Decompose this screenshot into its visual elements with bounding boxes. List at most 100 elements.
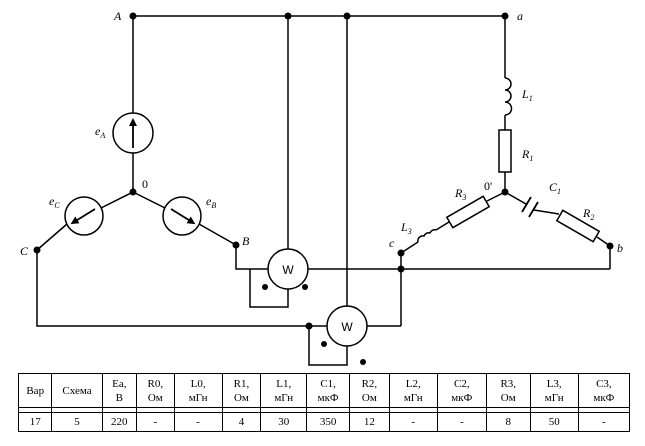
node-dot-neutral	[129, 188, 137, 196]
header-text: R1,	[233, 377, 250, 390]
header-text: Ом	[361, 391, 377, 404]
label-c1: C1	[549, 180, 561, 196]
table-cell: 12	[349, 412, 390, 432]
node-dot-c	[397, 249, 405, 257]
source-ec-arrow	[70, 208, 96, 225]
wire-neutral-c1	[504, 191, 527, 205]
wattmeter-2	[326, 305, 368, 347]
header-text: Схема	[62, 384, 92, 397]
wire-phase-c-source	[100, 191, 134, 209]
header-text: L1,	[276, 377, 292, 390]
label-ea: eA	[95, 124, 105, 140]
spacer-cell	[101, 407, 138, 413]
table-cell: -	[136, 412, 175, 432]
node-dot-load-neutral	[501, 188, 509, 196]
node-dot-C	[33, 246, 41, 254]
label-r1: R1	[521, 147, 533, 163]
table-header-cell: C3,мкФ	[577, 373, 631, 408]
label-r3: R3	[454, 186, 466, 202]
node-dot-b	[606, 242, 614, 250]
node-dot-top-2	[343, 12, 351, 20]
header-text: В	[115, 391, 123, 404]
table-header-cell: R0,Ом	[136, 373, 175, 408]
node-dot-c-lower	[397, 265, 405, 273]
header-text: мГн	[544, 391, 564, 404]
label-node-b: b	[617, 241, 623, 255]
table-cell: -	[173, 412, 223, 432]
table-header-cell: R3,Ом	[485, 373, 531, 408]
wattmeter-2-label: W	[341, 320, 353, 334]
table-header-cell: L0,мГн	[173, 373, 223, 408]
table-cell: -	[436, 412, 487, 432]
node-dot-wire-junction	[305, 322, 313, 330]
node-dot-A	[129, 12, 137, 20]
wattmeter-1	[267, 248, 309, 290]
table-cell: 220	[101, 412, 138, 432]
label-l3: L3	[400, 220, 412, 236]
label-node-C: C	[20, 244, 29, 258]
node-dot-B	[232, 241, 240, 249]
table-cell: 4	[221, 412, 262, 432]
header-text: мкФ	[317, 391, 339, 404]
spacer-cell	[436, 407, 487, 413]
spacer-cell	[173, 407, 223, 413]
table-header-cell: R2,Ом	[349, 373, 390, 408]
wire-c1-r2	[533, 209, 560, 215]
spacer-cell	[306, 407, 351, 413]
header-text: R2,	[361, 377, 378, 390]
header-text: L3,	[546, 377, 562, 390]
table-cell: -	[388, 412, 438, 432]
node-dot-a	[501, 12, 509, 20]
header-text: мкФ	[593, 391, 615, 404]
table-header-cell: L2,мГн	[388, 373, 438, 408]
label-node-a: a	[517, 9, 523, 23]
table-header-cell: R1,Ом	[221, 373, 262, 408]
wire-phase-b-source	[132, 191, 166, 209]
label-r2: R2	[582, 206, 594, 222]
header-text: мГн	[274, 391, 294, 404]
wire-phase-c-source-lower	[36, 223, 68, 251]
label-node-B: B	[242, 234, 250, 248]
table-cell: 30	[260, 412, 308, 432]
header-text: C3,	[596, 377, 612, 390]
wire-current-loop-2	[308, 326, 348, 366]
wattmeter-1-polarity-dot-2	[302, 284, 308, 290]
label-neutral: 0	[142, 177, 148, 191]
table-header-cell: C2,мкФ	[436, 373, 487, 408]
header-text: мкФ	[451, 391, 473, 404]
header-text: C1,	[320, 377, 336, 390]
spacer-cell	[260, 407, 308, 413]
wire-c-to-wattmeter-2	[36, 250, 327, 327]
label-l1: L1	[521, 87, 533, 103]
table-cell: 50	[529, 412, 579, 432]
table-cell: 5	[51, 412, 103, 432]
header-text: мГн	[403, 391, 423, 404]
resistor-r2	[555, 209, 601, 243]
label-ec: eC	[49, 194, 60, 210]
wire-b-to-wattmeter-1	[235, 245, 268, 270]
table-header-cell: Вар	[17, 373, 53, 408]
wire-r3-l3	[435, 221, 450, 231]
table-header-cell: Схема	[51, 373, 103, 408]
label-load-neutral: 0'	[484, 179, 492, 193]
header-text: R3,	[500, 377, 517, 390]
table-header-cell: C1,мкФ	[306, 373, 351, 408]
wattmeter-2-polarity-dot-2	[360, 359, 366, 365]
header-text: R0,	[147, 377, 164, 390]
header-text: C2,	[453, 377, 470, 390]
header-text: L0,	[190, 377, 206, 390]
label-node-A: A	[113, 9, 122, 23]
header-text: мГн	[188, 391, 208, 404]
table-header-cell: Ea,В	[101, 373, 138, 408]
wattmeter-2-polarity-dot	[321, 341, 327, 347]
node-dot-top-1	[284, 12, 292, 20]
source-eb-arrow	[170, 208, 196, 225]
label-eb: eB	[206, 194, 216, 210]
resistor-r1	[498, 129, 512, 173]
table-header-cell: L3,мГн	[529, 373, 579, 408]
header-text: Вар	[26, 384, 45, 397]
